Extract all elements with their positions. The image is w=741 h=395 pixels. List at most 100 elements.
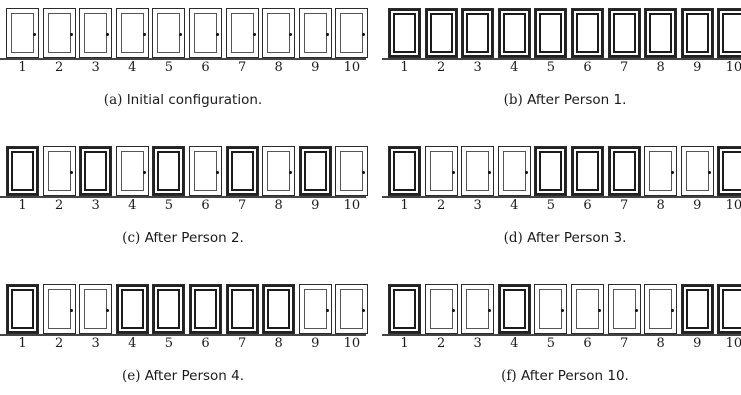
door-row	[0, 146, 369, 196]
door-number: 8	[274, 336, 283, 351]
door-number: 5	[546, 60, 556, 75]
door-panel	[649, 151, 673, 191]
door-6	[189, 8, 222, 58]
door-3	[79, 146, 113, 196]
door-number: 10	[343, 336, 361, 351]
door-panel	[685, 13, 709, 53]
door-number: 4	[128, 336, 137, 351]
door-number: 7	[619, 198, 629, 213]
door-8	[262, 146, 296, 196]
door-panel	[11, 151, 34, 191]
door-number: 10	[725, 336, 741, 351]
panel-label: (e)	[121, 368, 141, 384]
door-6	[189, 146, 222, 196]
door-panel	[612, 151, 636, 191]
door-number: 1	[18, 336, 27, 351]
door-5	[152, 146, 186, 196]
door-panel	[502, 289, 526, 329]
door-number: 9	[311, 198, 320, 213]
panel-caption: (b) After Person 1.	[382, 92, 741, 108]
door-panel	[466, 289, 490, 329]
door-5	[534, 146, 568, 196]
door-1	[388, 8, 421, 58]
door-panel	[47, 289, 71, 329]
door-panel	[393, 151, 416, 191]
door-knob-icon	[142, 171, 146, 174]
door-panel	[539, 13, 563, 53]
door-panel	[649, 13, 673, 53]
door-2	[424, 146, 458, 196]
door-number: 3	[473, 336, 482, 351]
door-knob-icon	[671, 309, 675, 312]
door-9	[680, 284, 714, 334]
door-knob-icon	[671, 171, 675, 174]
door-8	[644, 284, 678, 334]
door-1	[388, 146, 421, 196]
panel-caption-text: Initial configuration.	[126, 92, 263, 108]
panel-caption-text: After Person 3.	[527, 230, 627, 246]
door-knob-icon	[142, 33, 146, 36]
door-7	[225, 284, 259, 334]
door-number: 9	[693, 336, 702, 351]
door-number: 2	[54, 60, 64, 75]
door-number: 7	[619, 336, 629, 351]
baseline	[382, 196, 741, 198]
door-1	[6, 8, 39, 58]
door-number: 2	[54, 336, 64, 351]
door-number: 2	[54, 198, 64, 213]
door-panel	[612, 13, 636, 53]
door-panel	[120, 151, 144, 191]
door-panel	[340, 151, 364, 191]
door-3	[79, 284, 113, 334]
door-7	[225, 146, 259, 196]
door-1	[388, 284, 421, 334]
door-panel	[194, 151, 217, 191]
door-9	[298, 8, 332, 58]
door-number: 4	[128, 60, 137, 75]
door-number: 5	[546, 198, 556, 213]
door-knob-icon	[216, 33, 219, 36]
door-number: 4	[510, 336, 519, 351]
door-knob-icon	[106, 309, 110, 312]
door-panel	[685, 151, 709, 191]
door-number: 3	[91, 336, 100, 351]
door-number: 1	[18, 60, 27, 75]
door-panel	[194, 289, 217, 329]
door-knob-icon	[598, 309, 601, 312]
door-panel	[612, 289, 636, 329]
door-6	[571, 146, 604, 196]
door-3	[461, 8, 495, 58]
door-panel	[230, 13, 254, 53]
door-number: 3	[91, 198, 100, 213]
door-5	[534, 284, 568, 334]
door-number: 4	[128, 198, 137, 213]
door-number: 5	[546, 336, 556, 351]
door-number: 2	[436, 336, 446, 351]
door-number: 7	[619, 60, 629, 75]
door-3	[461, 284, 495, 334]
door-number: 6	[201, 336, 210, 351]
door-knob-icon	[325, 33, 329, 36]
door-number: 6	[583, 60, 592, 75]
door-panel	[576, 289, 599, 329]
door-knob-icon	[488, 309, 492, 312]
door-4	[115, 284, 149, 334]
door-panel	[157, 289, 181, 329]
panel-caption: (f) After Person 10.	[382, 368, 741, 384]
panel-caption-text: After Person 1.	[527, 92, 627, 108]
panel-label: (b)	[503, 92, 523, 108]
door-9	[680, 8, 714, 58]
door-5	[152, 8, 186, 58]
door-7	[607, 8, 641, 58]
door-panel	[120, 289, 144, 329]
door-number: 3	[473, 60, 482, 75]
door-6	[189, 284, 222, 334]
door-number: 8	[656, 60, 665, 75]
door-knob-icon	[524, 171, 528, 174]
door-panel	[157, 13, 181, 53]
door-panel	[303, 151, 327, 191]
door-row	[382, 8, 741, 58]
